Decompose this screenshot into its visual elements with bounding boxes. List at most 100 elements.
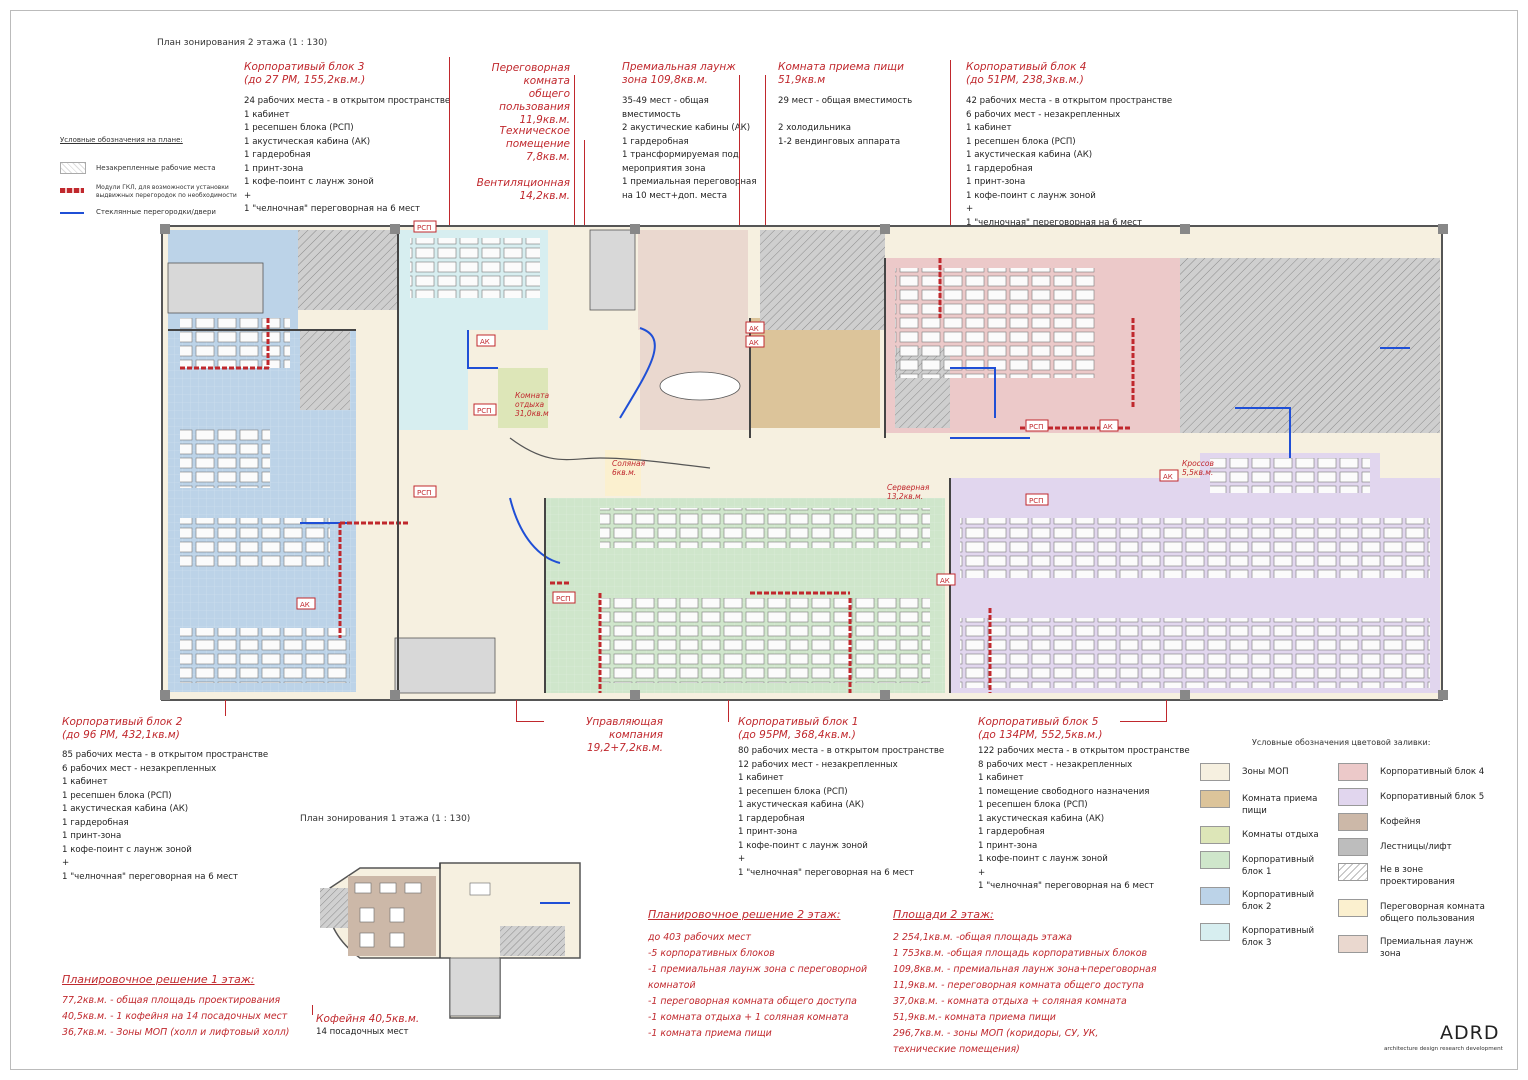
areas2-list: 2 254,1кв.м. -общая площадь этажа 1 753к… xyxy=(893,930,1156,1058)
swatch-meeting xyxy=(1338,899,1368,917)
lounge-line: 2 акустические кабины (АК) xyxy=(622,123,751,133)
block2-line: 1 ресепшен блока (РСП) xyxy=(62,790,172,801)
swatch-stairs xyxy=(1338,838,1368,856)
areas2-title: Площади 2 этаж: xyxy=(893,908,994,921)
block1-title-line1: Корпоративый блок 1 xyxy=(738,716,859,728)
block1-line: 1 гардеробная xyxy=(738,813,805,824)
legend-swatch-gkl xyxy=(60,188,84,193)
ak-label: АК xyxy=(749,325,759,333)
decision1-title: Планировочное решение 1 этаж: xyxy=(62,973,255,986)
floor2-plan-title: План зонирования 2 этажа (1 : 130) xyxy=(157,38,328,48)
lounge-line: 1 премиальная переговорная xyxy=(622,177,757,187)
lounge-list: 35-49 мест - общая вместимость 2 акустич… xyxy=(622,95,757,203)
block2-leader xyxy=(225,700,226,716)
block3-title: Корпоративый блок 3 (до 27 РМ, 155,2кв.м… xyxy=(244,61,365,87)
color-legend-title: Условные обозначения цветовой заливки: xyxy=(1252,738,1431,747)
rsp-label: РСП xyxy=(1029,423,1043,431)
block4-line: 1 гардеробная xyxy=(966,163,1033,174)
lounge-line: на 10 мест+доп. места xyxy=(622,190,728,201)
swatch-block3 xyxy=(1200,923,1230,941)
ak-label: АК xyxy=(1163,473,1173,481)
swatch-mop xyxy=(1200,763,1230,781)
tech-room-title: Техническое помещение 7,8кв.м. xyxy=(470,125,570,164)
swatch-block5 xyxy=(1338,788,1368,806)
block1-line: 1 ресепшен блока (РСП) xyxy=(738,786,848,797)
food-line: 2 холодильника xyxy=(778,123,852,133)
food-line xyxy=(778,109,912,123)
legend-mop: Зоны МОП xyxy=(1242,767,1289,777)
swatch-block4 xyxy=(1338,763,1368,781)
decision2-title: Планировочное решение 2 этаж: xyxy=(648,908,841,921)
block5-line: 1 кабинет xyxy=(978,773,1024,783)
block5-line: 8 рабочих мест - незакрепленных xyxy=(978,759,1133,770)
ak-label: АК xyxy=(940,577,950,585)
meeting-room-title-line2: общего пользования xyxy=(499,88,570,113)
lounge-line: 1 трансформируемая под xyxy=(622,150,739,160)
rsp-label: РСП xyxy=(417,489,431,497)
uk-leader xyxy=(516,700,517,722)
areas2-line: 37,0кв.м. - комната отдыха + соляная ком… xyxy=(893,996,1127,1007)
block1-title-line2: (до 95РМ, 368,4кв.м.) xyxy=(738,729,856,741)
block3-line: 1 акустическая кабина (АК) xyxy=(244,136,371,147)
block4-line: 1 принт-зона xyxy=(966,177,1026,187)
swatch-cafe xyxy=(1338,813,1368,831)
food-room-title: Комната приема пищи 51,9кв.м xyxy=(778,61,904,87)
block2-title-line1: Корпоративый блок 2 xyxy=(62,716,183,728)
legend-out-of-scope: Не в зоне проектирования xyxy=(1380,865,1455,887)
decision2-line: -5 корпоративных блоков xyxy=(648,948,775,959)
logo-subtitle: architecture design research development xyxy=(1384,1046,1503,1052)
decision2-list: до 403 рабочих мест -5 корпоративных бло… xyxy=(648,930,867,1042)
block3-list: 24 рабочих места - в открытом пространст… xyxy=(244,95,450,217)
block4-line: 1 "челночная" переговорная на 6 мест xyxy=(966,217,1143,228)
block5-line: 122 рабочих места - в открытом пространс… xyxy=(978,746,1190,756)
rsp-label: РСП xyxy=(477,407,491,415)
decision2-line: -1 комната отдыха + 1 соляная комната xyxy=(648,1012,849,1023)
block1-line: 12 рабочих мест - незакрепленных xyxy=(738,759,898,770)
block2-line: 6 рабочих мест - незакрепленных xyxy=(62,763,217,774)
block4-title: Корпоративый блок 4 (до 51РМ, 238,3кв.м.… xyxy=(966,61,1086,87)
block2-line: 1 кабинет xyxy=(62,777,108,787)
legend-label-gkl: Модули ГКЛ, для возможности установки вы… xyxy=(96,184,237,199)
block2-line: 1 акустическая кабина (АК) xyxy=(62,804,189,814)
block5-title-line2: (до 134РМ, 552,5кв.м.) xyxy=(978,729,1103,741)
lounge-title-line2: зона 109,8кв.м. xyxy=(622,74,708,86)
meeting-room-title-line1: Переговорная комната xyxy=(491,62,570,87)
ak-label: АК xyxy=(300,601,310,609)
cafe-leader xyxy=(312,1005,313,1015)
swatch-lounge xyxy=(1338,935,1368,953)
block4-line: + xyxy=(966,204,974,214)
vent-room-title-line2: 14,2кв.м. xyxy=(519,190,570,202)
block1-line: 80 рабочих места - в открытом пространст… xyxy=(738,746,945,756)
block3-title-line1: Корпоративый блок 3 xyxy=(244,61,365,73)
block3-line: + xyxy=(244,190,252,201)
block3-line: 1 принт-зона xyxy=(244,163,304,174)
cafe-title: Кофейня 40,5кв.м. xyxy=(316,1013,420,1025)
legend-label-free-desks: Незакрепленные рабочие места xyxy=(96,164,216,172)
block2-line: + xyxy=(62,858,70,868)
ak-label: АК xyxy=(749,339,759,347)
uk-title-line2: компания 19,2+7,2кв.м. xyxy=(586,729,663,754)
block2-line: 1 кофе-поинт с лаунж зоной xyxy=(62,844,192,855)
lounge-leader xyxy=(739,75,740,260)
block3-line: 24 рабочих места - в открытом пространст… xyxy=(244,96,451,106)
block4-line: 1 ресепшен блока (РСП) xyxy=(966,136,1076,147)
meeting-room-title-line3: 11,9кв.м. xyxy=(519,114,570,126)
decision2-line: комнатой xyxy=(648,980,696,991)
block1-line: 1 кабинет xyxy=(738,773,784,783)
block4-title-line1: Корпоративый блок 4 xyxy=(966,61,1087,73)
block3-line: 1 кофе-поинт с лаунж зоной xyxy=(244,177,374,187)
block3-line: 1 гардеробная xyxy=(244,150,311,160)
plan-legend: Условные обозначения на плане: Незакрепл… xyxy=(60,136,240,216)
legend-cafe: Кофейня xyxy=(1380,817,1421,827)
block2-title: Корпоративый блок 2 (до 96 РМ, 432,1кв.м… xyxy=(62,716,182,742)
vent-room-title-line1: Вентиляционная xyxy=(476,177,570,189)
block5-title: Корпоративый блок 5 (до 134РМ, 552,5кв.м… xyxy=(978,716,1103,742)
legend-food: Комната приема пищи xyxy=(1242,794,1318,816)
logo: ADRD xyxy=(1440,1022,1500,1044)
zone-stairs-2 xyxy=(760,230,885,330)
ak-label: АК xyxy=(480,338,490,346)
rsp-label: РСП xyxy=(556,595,570,603)
legend-block1: Корпоративный блок 1 xyxy=(1242,855,1315,877)
tech-room-title-line2: помещение 7,8кв.м. xyxy=(505,138,570,163)
